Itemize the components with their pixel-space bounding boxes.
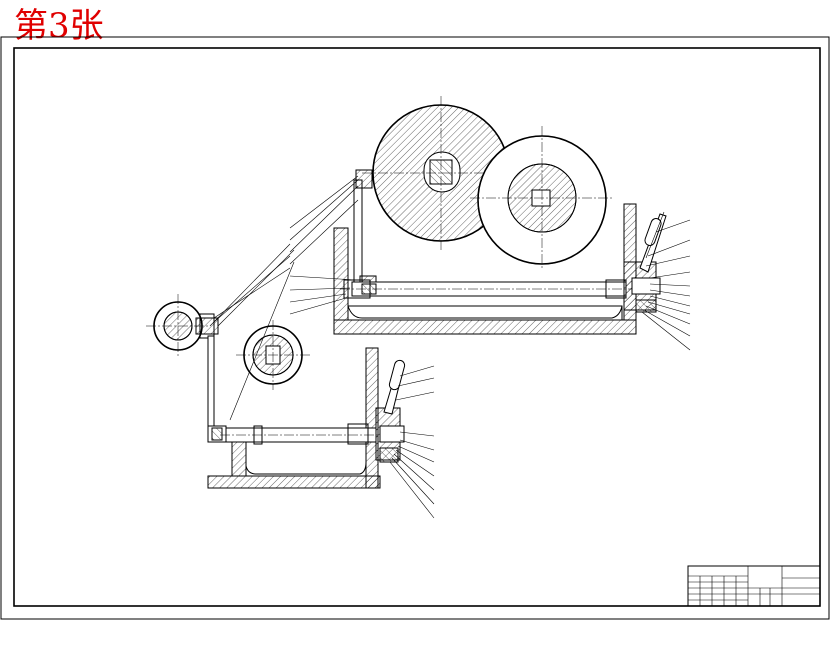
upper-handle	[623, 211, 667, 313]
lower-base-frame	[207, 347, 381, 489]
upper-right-leaders	[641, 219, 691, 351]
lower-right-leaders	[389, 365, 435, 519]
lower-shaft	[220, 423, 400, 445]
title-block	[687, 565, 821, 607]
large-grinding-wheel	[362, 96, 520, 250]
drawing-border	[0, 36, 830, 620]
connecting-arm	[207, 335, 227, 443]
small-grinding-wheel	[470, 126, 614, 270]
sheet-title: 第3张	[14, 6, 104, 46]
upper-shaft	[340, 279, 660, 299]
middle-grinding-wheel	[229, 261, 310, 421]
lower-handle	[375, 359, 406, 463]
side-view-wheel	[146, 243, 295, 358]
upper-left-leaders	[289, 175, 359, 315]
